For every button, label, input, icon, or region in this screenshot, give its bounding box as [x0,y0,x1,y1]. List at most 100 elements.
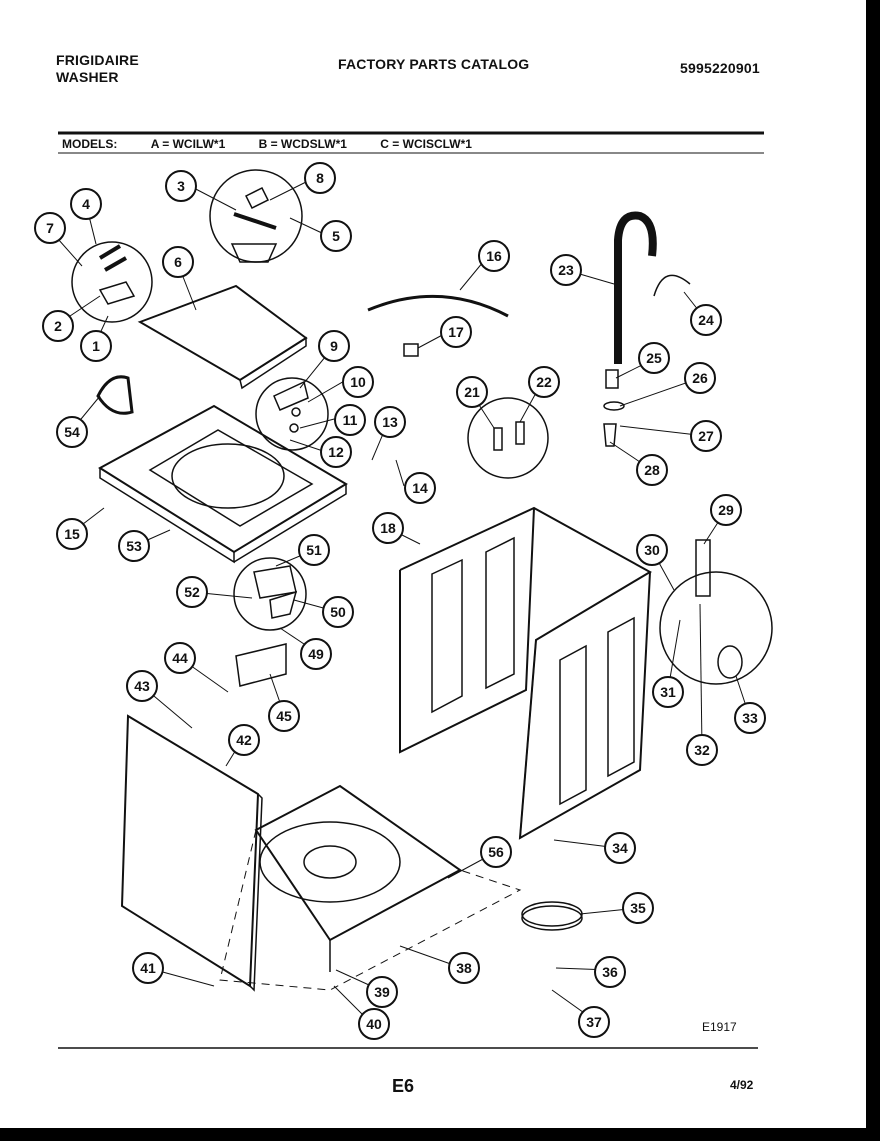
callout-bubble [132,952,164,984]
callout-number: 5 [332,228,340,244]
model-c: C = WCISCLW*1 [380,137,472,151]
bracket-detail-circle [233,557,307,631]
callout-bubble [228,724,260,756]
gasket [96,375,134,415]
callout-bubble [320,220,352,252]
callout-32: 32 [686,734,718,766]
callout-23: 23 [550,254,582,286]
callout-15: 15 [56,518,88,550]
models-label: MODELS: [62,137,118,151]
callout-bubble [366,976,398,1008]
callout-4: 4 [70,188,102,220]
base-hub-inner [303,845,357,879]
callout-number: 35 [630,900,646,916]
callout-bubble [550,254,582,286]
callout-bubble [690,420,722,452]
callout-12: 12 [320,436,352,468]
callout-bubble [165,170,197,202]
power-cord [367,294,509,318]
callout-bubble [652,676,684,708]
callout-number: 18 [380,520,396,536]
catalog-number: 5995220901 [680,60,760,76]
callout-number: 7 [46,220,54,236]
callout-number: 39 [374,984,390,1000]
callout-number: 24 [698,312,714,328]
brand-name: FRIGIDAIRE [56,52,139,68]
hinge-detail-circle [71,241,153,323]
callout-number: 13 [382,414,398,430]
callout-7: 7 [34,212,66,244]
callout-number: 22 [536,374,552,390]
callout-number: 50 [330,604,346,620]
callout-number: 51 [306,542,322,558]
callout-bubble [320,436,352,468]
tub-ring [171,443,285,509]
clip-22 [515,421,525,445]
callout-number: 14 [412,480,428,496]
callout-number: 34 [612,840,628,856]
tub-opening [148,429,314,527]
callout-49: 49 [300,638,332,670]
front-panel-edge [249,793,263,992]
cord-detail-circle [659,571,773,685]
callout-3: 3 [165,170,197,202]
callout-6: 6 [162,246,194,278]
clip-detail-circle [467,397,549,479]
callout-number: 32 [694,742,710,758]
bracket-45 [235,643,287,687]
callout-42: 42 [228,724,260,756]
cord-bundle [717,645,743,679]
drain-valve [603,423,617,447]
callout-27: 27 [690,420,722,452]
washer-lid [137,284,308,382]
callout-25: 25 [638,342,670,374]
callout-number: 16 [486,248,502,264]
lid-edge [239,336,307,390]
callout-bubble [34,212,66,244]
hinge-part [98,244,122,260]
callout-bubble [636,454,668,486]
switch-bar [233,212,277,230]
callout-53: 53 [118,530,150,562]
callout-bubble [622,892,654,924]
parts-catalog-page: FRIGIDAIRE WASHER FACTORY PARTS CATALOG … [0,0,866,1128]
callout-number: 10 [350,374,366,390]
callout-number: 11 [343,412,358,428]
revision-date: 4/92 [730,1078,754,1092]
cabinet-rib [559,644,587,806]
callout-number: 54 [64,424,80,440]
switch-bracket [230,243,278,263]
top-cover-edge [99,468,235,564]
product-name: WASHER [56,69,119,85]
callout-bubble [322,596,354,628]
callout-bubble [528,366,560,398]
callout-bubble [162,246,194,278]
callout-40: 40 [358,1008,390,1040]
callout-22: 22 [528,366,560,398]
callout-number: 27 [698,428,714,444]
callout-number: 26 [692,370,708,386]
callout-number: 49 [308,646,324,662]
callout-bubble [710,494,742,526]
callout-bubble [636,534,668,566]
callout-number: 29 [718,502,734,518]
model-a: A = WCILW*1 [150,137,226,151]
callout-bubble [318,330,350,362]
callout-bubble [304,162,336,194]
base-outline [219,829,522,991]
page-number: E6 [392,1076,415,1096]
callout-5: 5 [320,220,352,252]
callout-33: 33 [734,702,766,734]
callout-bubble [118,530,150,562]
callout-number: 31 [660,684,676,700]
callout-30: 30 [636,534,668,566]
callout-number: 28 [644,462,660,478]
switch-screw [289,423,299,433]
cabinet-back-right [399,506,653,840]
callout-52: 52 [176,576,208,608]
callout-54: 54 [56,416,88,448]
callout-number: 21 [464,384,480,400]
callout-number: 17 [448,324,464,340]
callout-bubble [478,240,510,272]
callout-bubble [448,952,480,984]
